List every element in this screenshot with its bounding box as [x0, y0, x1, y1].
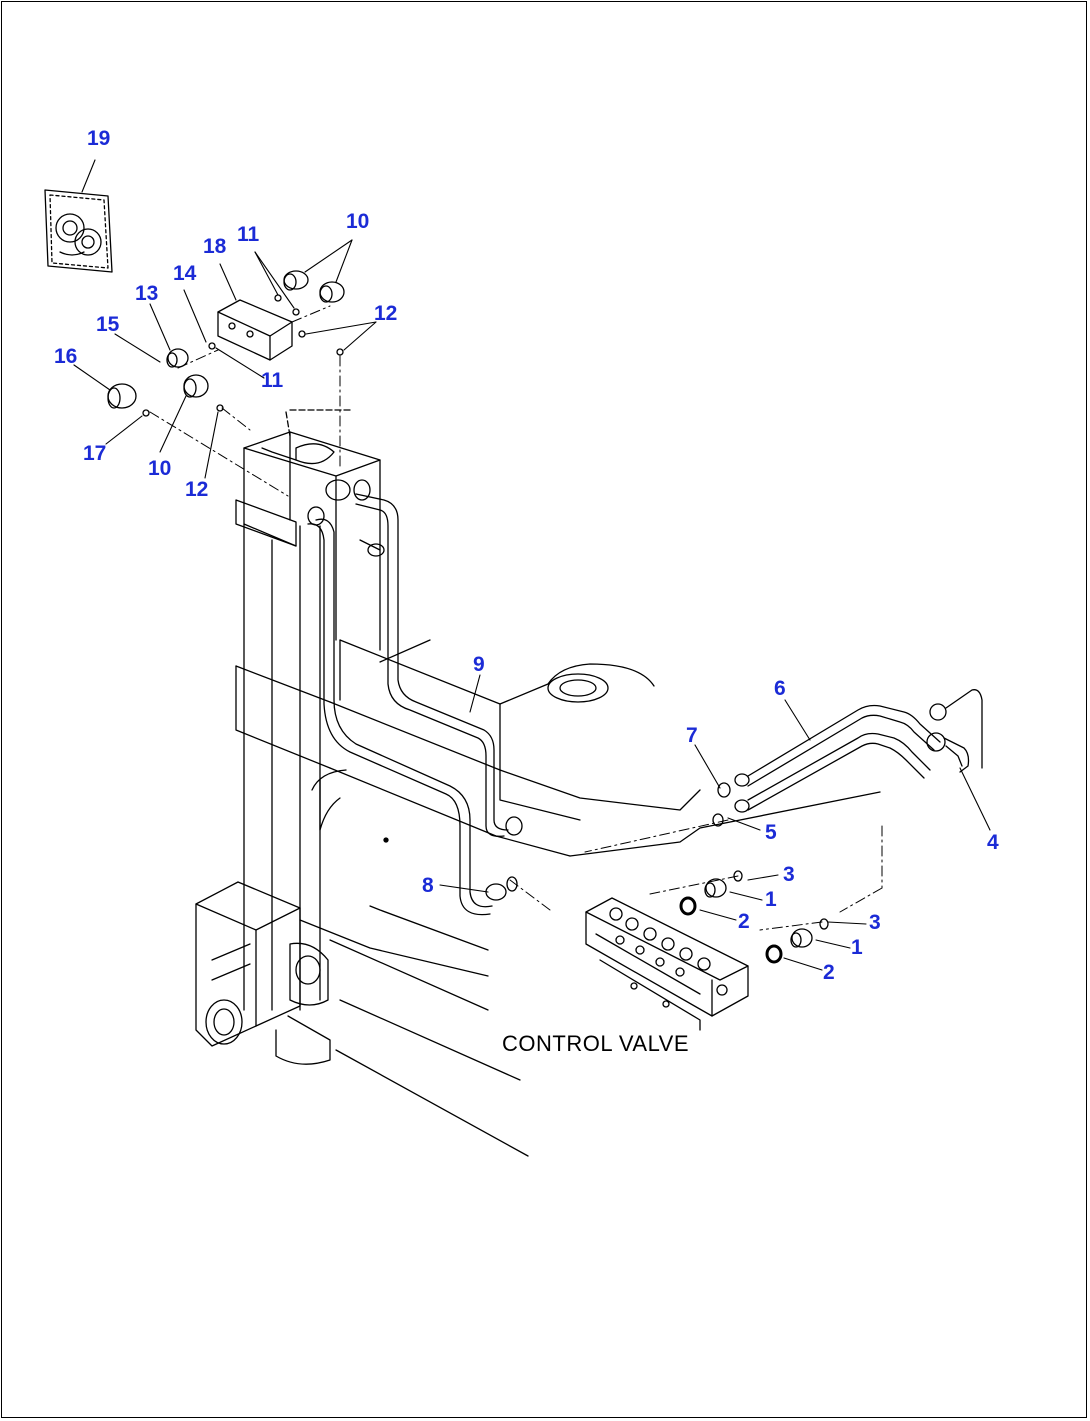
pipe-8 — [307, 479, 518, 916]
callout-3: 3 — [783, 863, 795, 886]
callout-12: 12 — [374, 302, 398, 325]
fitting-16 — [107, 383, 137, 409]
mast-column — [235, 409, 381, 1011]
callout-1: 1 — [765, 888, 777, 911]
fitting-10-lower — [183, 374, 209, 398]
callout-7: 7 — [686, 724, 698, 747]
callout-14: 14 — [173, 262, 197, 285]
callout-3b: 3 — [869, 911, 881, 934]
callout-2b: 2 — [823, 961, 835, 984]
decal-sheet — [44, 189, 113, 273]
callout-11: 11 — [237, 223, 260, 246]
callout-4: 4 — [987, 831, 999, 854]
assembly-centerlines — [149, 305, 883, 931]
callout-10b: 10 — [148, 457, 172, 480]
fitting-upper-left — [283, 270, 309, 291]
fitting-upper-right — [319, 281, 345, 303]
callout-15: 15 — [96, 313, 120, 336]
callout-16: 16 — [54, 345, 78, 368]
callout-18: 18 — [203, 235, 227, 258]
callout-13: 13 — [135, 282, 159, 305]
callout-17: 17 — [83, 442, 107, 465]
callout-12b: 12 — [185, 478, 209, 501]
callout-8: 8 — [422, 874, 434, 897]
callout-19: 19 — [87, 127, 111, 150]
fitting-1-lower — [790, 928, 813, 948]
control-valve-body — [585, 897, 749, 1031]
callout-9: 9 — [473, 653, 485, 676]
callout-6: 6 — [774, 677, 786, 700]
callout-1b: 1 — [851, 936, 863, 959]
callout-5: 5 — [765, 821, 777, 844]
pipe-9 — [355, 493, 523, 837]
pipe-6 — [717, 689, 983, 813]
fitting-1-upper — [704, 878, 727, 898]
callout-11b: 11 — [261, 369, 284, 392]
leader-lines — [73, 159, 991, 971]
valve-block — [217, 299, 293, 361]
cross-member — [235, 639, 881, 857]
fitting-13 — [166, 348, 189, 368]
axle-housing — [195, 769, 529, 1157]
callout-2: 2 — [738, 910, 750, 933]
callout-10: 10 — [346, 210, 370, 233]
control-valve-caption: CONTROL VALVE — [502, 1031, 690, 1056]
